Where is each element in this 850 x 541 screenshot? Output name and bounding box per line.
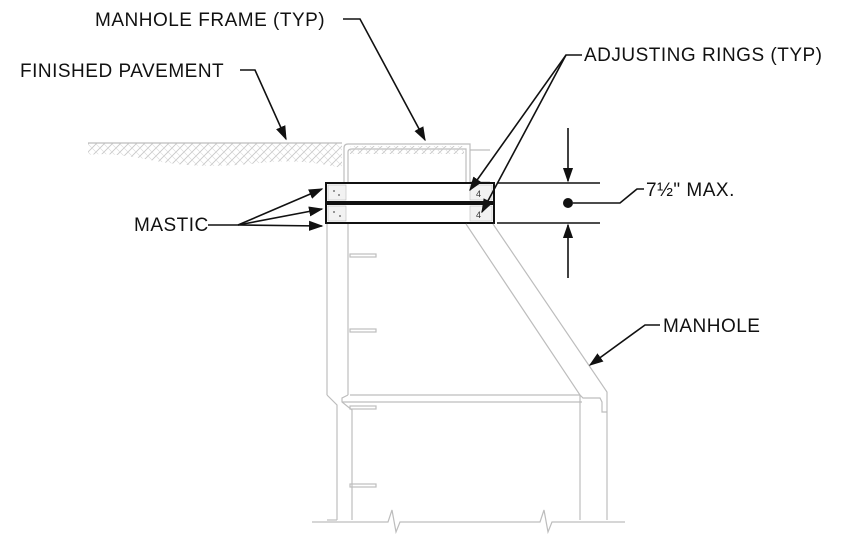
manhole-frame [343, 143, 490, 183]
ring-mark-2: 4 [476, 210, 481, 220]
ring-mark-1: 4 [476, 189, 481, 199]
finished-pavement [88, 142, 342, 168]
label-max-height: 7½" MAX. [646, 180, 735, 201]
height-dimension [497, 128, 644, 278]
label-mastic: MASTIC [134, 215, 209, 236]
adjusting-rings: 4 4 [325, 182, 495, 224]
label-manhole-frame: MANHOLE FRAME (TYP) [95, 10, 325, 31]
label-finished-pavement: FINISHED PAVEMENT [20, 61, 224, 82]
manhole-structure [312, 223, 625, 535]
leader-lines [208, 18, 660, 366]
label-manhole: MANHOLE [663, 316, 760, 337]
label-adjusting-rings: ADJUSTING RINGS (TYP) [584, 45, 823, 66]
